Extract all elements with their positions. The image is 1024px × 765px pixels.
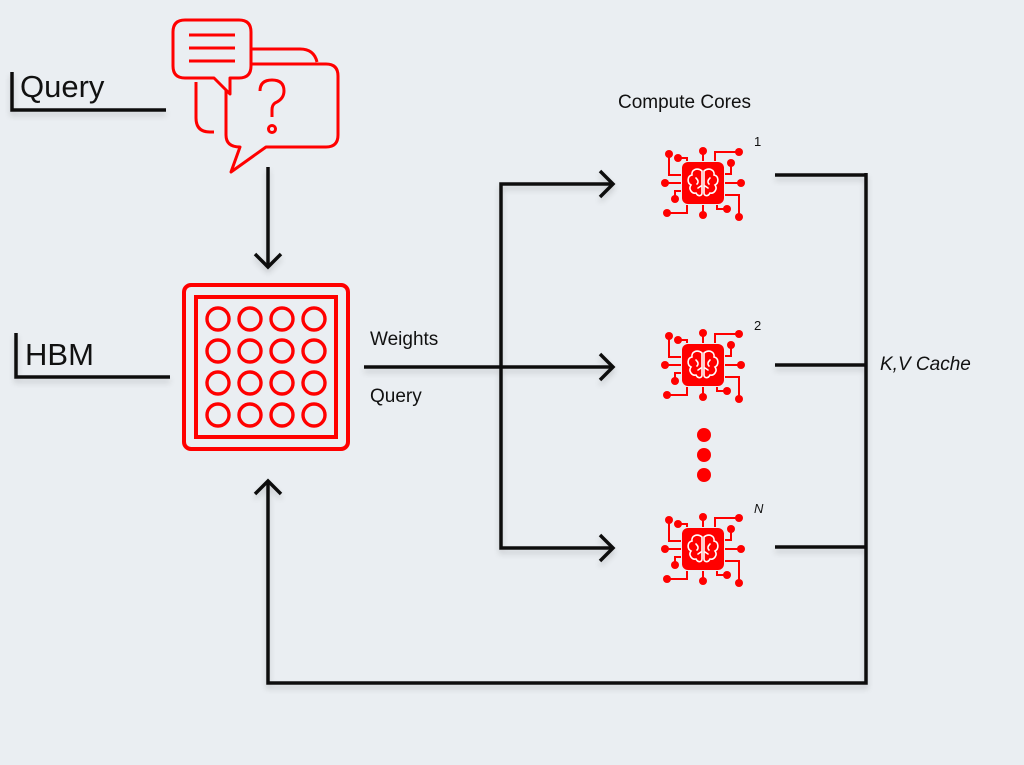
memory-cell [237,338,263,364]
memory-cell [301,338,327,364]
query-section-label: Query [20,69,105,104]
weights-label: Weights [370,329,439,350]
memory-cell [269,402,295,428]
compute-core-n-icon [660,512,746,588]
memory-cell [237,306,263,332]
core-index-label: N [754,501,764,516]
compute-core-2-icon [660,328,746,404]
memory-cell [269,338,295,364]
query-label-bracket [10,72,166,112]
memory-cell [205,338,231,364]
query-flow-label: Query [370,386,422,407]
memory-cell [205,370,231,396]
ellipsis-dots-icon [697,428,711,482]
memory-cell [301,402,327,428]
memory-cell [269,370,295,396]
core-index-label: 1 [754,134,762,149]
kv-cache-return-line [266,173,868,685]
hbm-label-bracket [14,333,170,379]
memory-cell [301,370,327,396]
hbm-section-label: HBM [25,337,94,372]
memory-cell [237,370,263,396]
core-index-label: 2 [754,318,762,333]
hbm-memory-icon [182,283,350,451]
compute-cores-title: Compute Cores [618,92,752,113]
memory-cell [301,306,327,332]
flow-lines [10,72,868,685]
query-chat-icon [171,18,340,174]
memory-cell [237,402,263,428]
compute-core-1-icon [660,146,746,222]
branch-to-cores [499,182,612,550]
kv-cache-label: K,V Cache [880,354,971,375]
memory-cell [269,306,295,332]
memory-cell [205,306,231,332]
memory-cell [205,402,231,428]
